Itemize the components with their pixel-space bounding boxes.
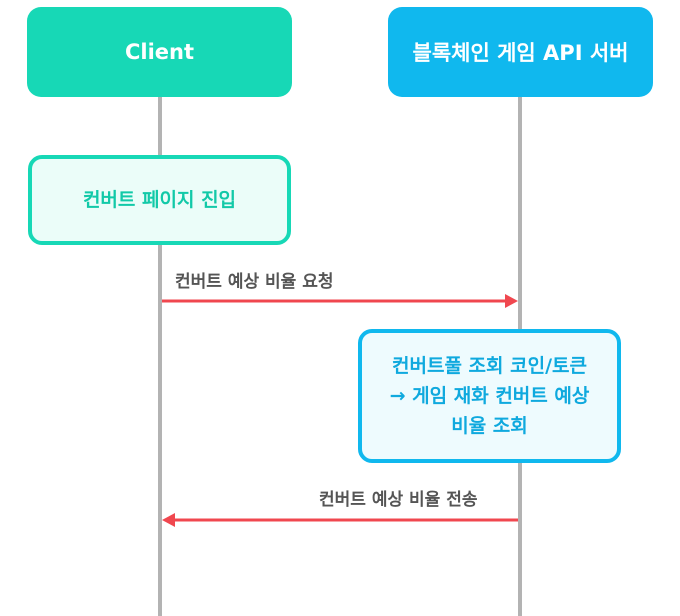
response-arrow [162, 513, 518, 527]
note-enter-convert-page-label: 컨버트 페이지 진입 [82, 189, 237, 211]
note-lookup-convert-rate: 컨버트풀 조회 코인/토큰 → 게임 재화 컨버트 예상 비율 조회 [358, 329, 621, 463]
request-arrow [162, 294, 518, 308]
participant-server: 블록체인 게임 API 서버 [388, 7, 653, 97]
note-lookup-line-3: 비율 조회 [451, 415, 528, 437]
note-lookup-line-1: 컨버트풀 조회 코인/토큰 [392, 355, 587, 377]
participant-server-label: 블록체인 게임 API 서버 [412, 41, 629, 65]
request-message-label: 컨버트 예상 비율 요청 [175, 272, 334, 292]
note-enter-convert-page: 컨버트 페이지 진입 [28, 155, 291, 245]
note-lookup-line-2: → 게임 재화 컨버트 예상 [389, 385, 590, 407]
response-message-label: 컨버트 예상 비율 전송 [319, 490, 478, 510]
client-lifeline [158, 97, 162, 616]
participant-client-label: Client [124, 40, 195, 64]
participant-client: Client [27, 7, 292, 97]
